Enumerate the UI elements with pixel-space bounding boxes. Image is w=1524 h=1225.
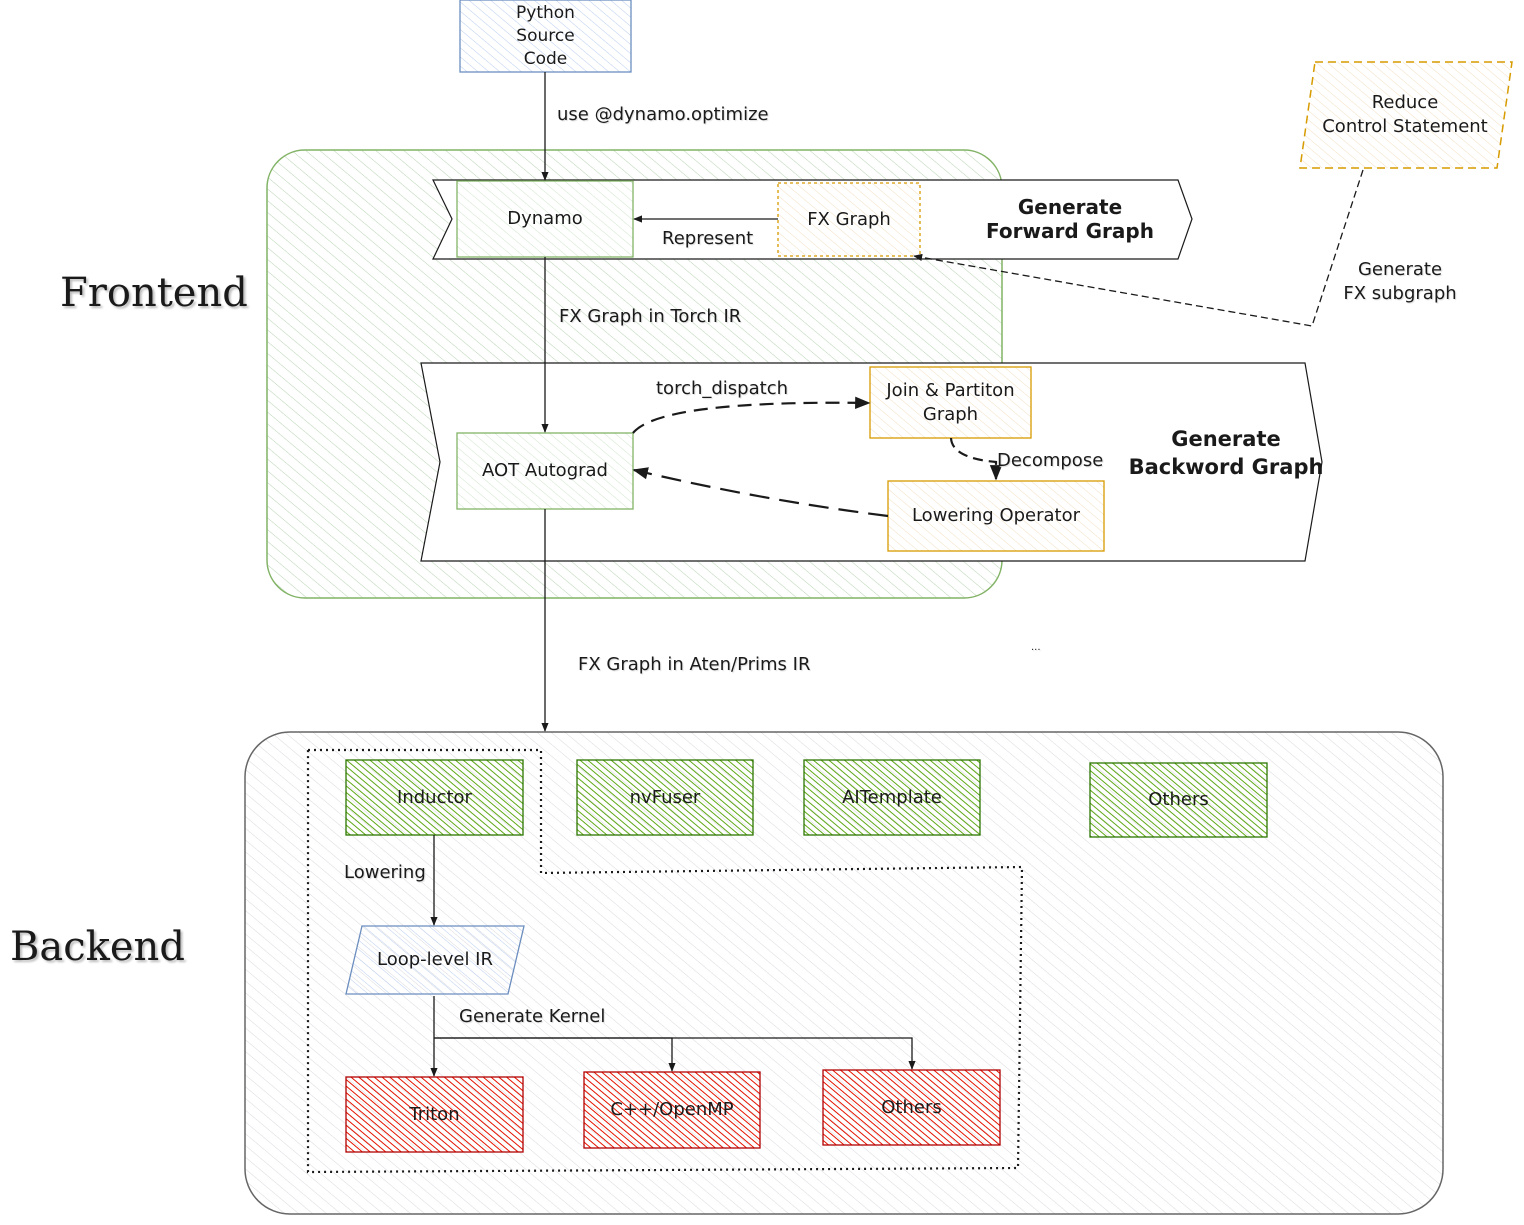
edge-join-to-lowering <box>949 437 1003 481</box>
dynamo-label: Dynamo <box>507 208 583 229</box>
others-backend-node <box>1089 762 1268 838</box>
edge-aot-to-join <box>632 396 871 434</box>
forward-graph-banner-label: Generate Forward Graph <box>986 195 1154 243</box>
generate-fx-subgraph-label: Generate FX subgraph <box>1343 259 1457 304</box>
frontend-section-label: Frontend <box>60 270 248 316</box>
inductor-node <box>345 759 524 836</box>
others-kernel-label: Others <box>881 1096 942 1118</box>
generate-kernel-label: Generate Kernel <box>459 1006 606 1027</box>
triton-label: Triton <box>409 1103 460 1125</box>
reduce-control-label: Reduce Control Statement <box>1322 92 1488 137</box>
lowering-operator-label: Lowering Operator <box>911 505 1081 526</box>
fx-torch-ir-label: FX Graph in Torch IR <box>559 306 742 327</box>
torch-dispatch-label: torch_dispatch <box>656 378 789 399</box>
python-source-label: Python Source Code <box>516 2 575 69</box>
inductor-group-outline <box>306 748 1024 1174</box>
triton-node <box>345 1076 524 1153</box>
fx-graph-node <box>777 182 921 257</box>
others-kernel-node <box>822 1069 1001 1146</box>
use-dynamo-label: use @dynamo.optimize <box>557 104 769 125</box>
cpp-openmp-node <box>583 1071 761 1149</box>
python-source-node <box>459 0 632 73</box>
fx-graph-label: FX Graph <box>807 208 891 230</box>
reduce-control-node <box>1299 61 1513 169</box>
represent-label: Represent <box>662 228 754 249</box>
backend-container <box>244 731 1444 1215</box>
others-backend-label: Others <box>1148 789 1209 810</box>
cpp-openmp-label: C++/OpenMP <box>610 1099 734 1120</box>
join-partition-label: Join & Partiton Graph <box>886 379 1015 425</box>
ellipsis-text: ... <box>1031 642 1041 653</box>
loop-level-ir-node <box>345 925 525 995</box>
aot-autograd-label: AOT Autograd <box>482 460 608 481</box>
backward-graph-banner-label: Generate Backword Graph <box>1128 427 1324 479</box>
fx-aten-ir-label: FX Graph in Aten/Prims IR <box>578 654 811 675</box>
aitemplate-label: AITemplate <box>842 786 942 808</box>
nvfuser-node <box>576 759 754 836</box>
inductor-label: Inductor <box>397 786 472 808</box>
dynamo-node <box>456 180 634 258</box>
nvfuser-label: nvFuser <box>629 786 701 808</box>
edge-lowering-to-aot <box>632 467 889 518</box>
edge-loop-to-others <box>434 1037 916 1070</box>
join-partition-node <box>869 366 1032 439</box>
loop-level-ir-label: Loop-level IR <box>377 949 493 970</box>
aitemplate-node <box>803 759 981 836</box>
lowering-operator-node <box>887 480 1105 552</box>
edge-reduce-to-fxgraph <box>913 169 1364 327</box>
backend-section-label: Backend <box>10 924 185 970</box>
decompose-label: Decompose <box>997 450 1104 471</box>
lowering-label: Lowering <box>344 862 426 883</box>
